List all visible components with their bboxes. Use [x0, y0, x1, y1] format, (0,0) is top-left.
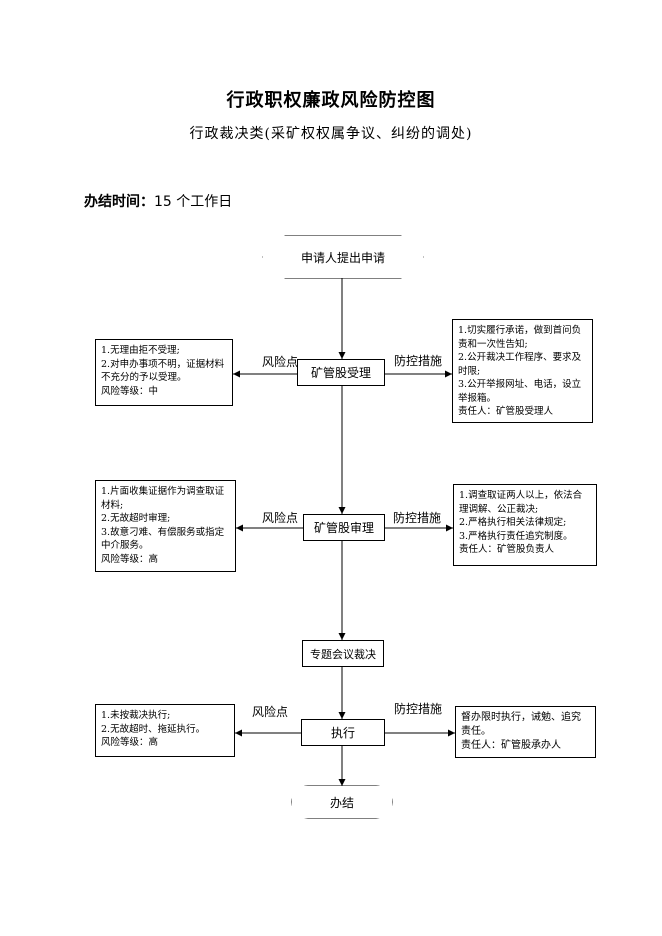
label-step1-prevent: 防控措施	[394, 354, 443, 368]
risk-note-line: 1.片面收集证据作为调查取证材料;	[101, 486, 225, 511]
node-step3: 专题会议裁决	[302, 640, 384, 667]
node-step4: 执行	[301, 719, 385, 746]
deadline-value: 15 个工作日	[154, 194, 233, 210]
risk-note-line: 1.无理由拒不受理;	[101, 345, 180, 356]
risk-note-line: 1.未按裁决执行;	[101, 710, 171, 721]
risk-level: 风险等级：高	[101, 553, 159, 565]
deadline-label: 办结时间：	[84, 194, 154, 210]
prevent-note-step4: 督办限时执行，诫勉、追究责任。 责任人：矿管股承办人	[455, 706, 596, 758]
node-end: 办结	[292, 786, 392, 818]
prevent-note-line: 2.严格执行相关法律规定;	[459, 517, 567, 528]
risk-note-line: 2.无故超时、拖延执行。	[101, 723, 206, 735]
node-step1: 矿管股受理	[297, 359, 385, 386]
label-step2-prevent: 防控措施	[393, 511, 442, 525]
prevent-note-line: 1.调查取证两人以上，依法合理调解、公正裁决;	[459, 490, 583, 515]
node-start: 申请人提出申请	[263, 236, 423, 278]
risk-note-line: 3.故意刁难、有偿服务或指定中介服务。	[101, 526, 225, 552]
risk-level: 风险等级：高	[101, 737, 159, 748]
page-title: 行政职权廉政风险防控图	[226, 90, 436, 111]
risk-level: 风险等级：中	[101, 385, 159, 397]
label-step4-risk: 风险点	[252, 705, 289, 719]
page-subtitle: 行政裁决类(采矿权权属争议、纠纷的调处)	[189, 126, 473, 142]
responsible-person: 责任人：矿管股承办人	[461, 740, 561, 751]
risk-note-step4: 1.未按裁决执行; 2.无故超时、拖延执行。 风险等级：高	[95, 704, 235, 757]
prevent-note-line: 3.严格执行责任追究制度。	[459, 530, 573, 542]
prevent-note-step2: 1.调查取证两人以上，依法合理调解、公正裁决; 2.严格执行相关法律规定; 3.…	[453, 484, 597, 566]
prevent-note-line: 督办限时执行，诫勉、追究责任。	[461, 712, 581, 737]
prevent-note-line: 1.切实履行承诺，做到首问负责和一次性告知;	[458, 325, 582, 350]
risk-note-step1: 1.无理由拒不受理; 2.对申办事项不明，证据材料不充分的予以受理。 风险等级：…	[95, 339, 233, 406]
risk-note-line: 2.对申办事项不明，证据材料不充分的予以受理。	[101, 358, 225, 384]
label-step2-risk: 风险点	[262, 511, 299, 525]
prevent-note-line: 2.公开裁决工作程序、要求及时限;	[458, 352, 582, 377]
risk-note-line: 2.无故超时审理;	[101, 513, 171, 524]
prevent-note-step1: 1.切实履行承诺，做到首问负责和一次性告知; 2.公开裁决工作程序、要求及时限;…	[452, 319, 593, 423]
node-step2: 矿管股审理	[303, 514, 385, 541]
prevent-note-line: 3.公开举报网址、电话，设立举报箱。	[458, 379, 582, 404]
deadline: 办结时间：15 个工作日	[84, 191, 232, 211]
risk-note-step2: 1.片面收集证据作为调查取证材料; 2.无故超时审理; 3.故意刁难、有偿服务或…	[95, 480, 236, 572]
responsible-person: 责任人：矿管股受理人	[458, 406, 554, 417]
responsible-person: 责任人：矿管股负责人	[459, 544, 555, 555]
label-step1-risk: 风险点	[262, 355, 299, 369]
label-step4-prevent: 防控措施	[394, 702, 443, 716]
